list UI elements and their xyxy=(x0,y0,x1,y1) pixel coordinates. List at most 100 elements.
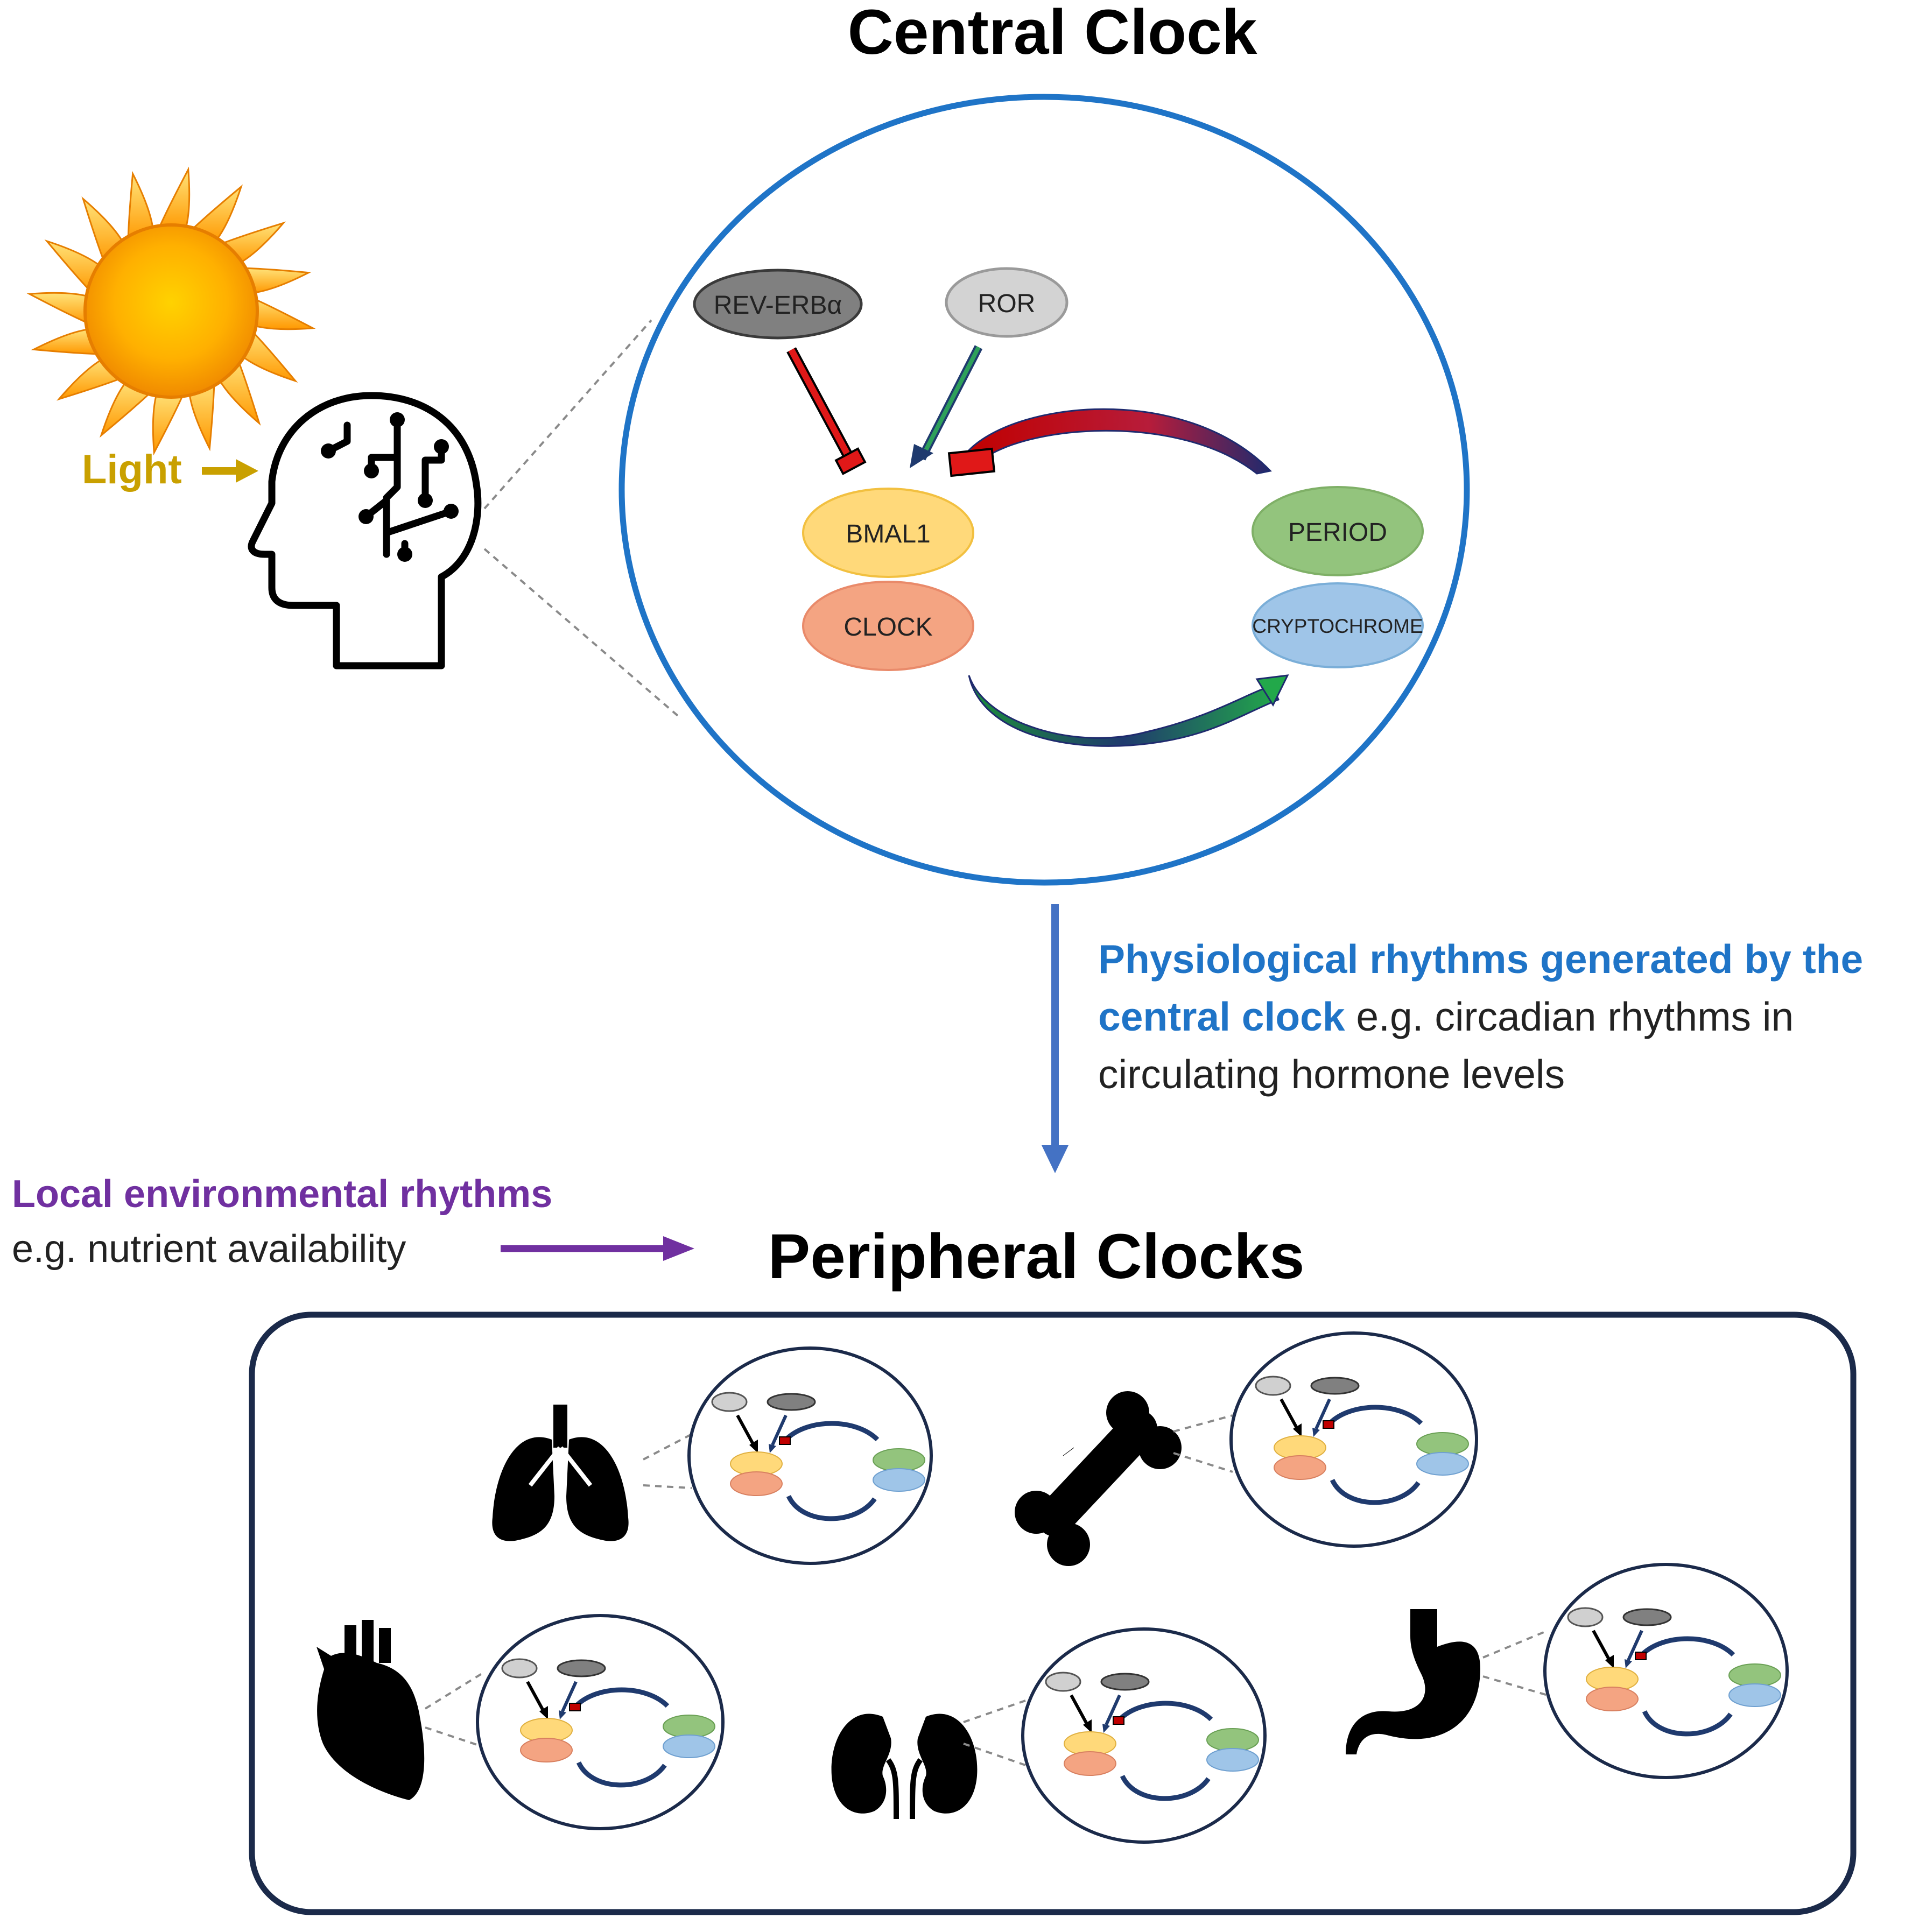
mini-activation-arc xyxy=(576,1761,667,1788)
zoom-line xyxy=(1173,1414,1233,1433)
mini-cryptochrome-node xyxy=(873,1468,925,1492)
physiological-rhythms-line1: Physiological rhythms generated by the xyxy=(1098,936,1863,982)
stomach-icon xyxy=(1346,1609,1480,1754)
mini-period-node xyxy=(663,1715,715,1738)
mini-cryptochrome-node xyxy=(663,1734,715,1758)
mini-activation-arrow xyxy=(526,1681,545,1712)
mini-arrowhead xyxy=(1605,1655,1614,1668)
svg-text:BMAL1: BMAL1 xyxy=(846,520,930,548)
physiological-highlight-central-clock: central clock xyxy=(1098,994,1345,1039)
central-to-peripheral-arrow xyxy=(1042,904,1069,1173)
mini-cryptochrome-node xyxy=(1206,1748,1259,1772)
zoom-line xyxy=(963,1700,1026,1723)
svg-text:ROR: ROR xyxy=(978,290,1036,318)
mini-clock-circle xyxy=(1543,1563,1789,1779)
mini-clock-node xyxy=(1064,1751,1116,1776)
lungs-icon xyxy=(492,1405,629,1541)
zoom-line xyxy=(1482,1675,1548,1696)
zoom-line xyxy=(1173,1452,1233,1473)
mini-ror-node xyxy=(501,1658,538,1679)
mini-clocks xyxy=(424,1331,1789,1844)
mini-ror-node xyxy=(711,1392,748,1412)
mini-clock-circle xyxy=(476,1614,725,1830)
light-arrow xyxy=(202,459,258,483)
bone-icon xyxy=(1015,1391,1182,1566)
central-clock-circle xyxy=(618,94,1470,886)
mini-period-node xyxy=(873,1448,925,1472)
mini-clock-node xyxy=(730,1471,783,1496)
mini-activation-arrow xyxy=(736,1414,755,1446)
mini-inhibition-line xyxy=(771,1414,788,1446)
mini-arrowhead xyxy=(769,1444,776,1453)
mini-ror-node xyxy=(1255,1376,1291,1396)
clock-node: CLOCK xyxy=(802,581,974,671)
mini-activation-arc xyxy=(1330,1478,1421,1505)
positive-activation-arc xyxy=(968,674,1289,747)
peripheral-clocks-frame xyxy=(249,1311,1857,1915)
sun-ray xyxy=(44,239,104,295)
mini-arrowhead xyxy=(1102,1724,1110,1733)
sun-ray xyxy=(31,328,104,355)
mini-period-node xyxy=(1728,1663,1781,1687)
mini-period-node xyxy=(1206,1728,1259,1752)
mini-ror-node xyxy=(1045,1672,1081,1692)
local-rhythms-arrow xyxy=(501,1236,694,1261)
mini-inhibition-line xyxy=(1314,1398,1331,1430)
ror-activation-arrow xyxy=(910,345,983,468)
sun-ray xyxy=(99,378,155,438)
sun-ray xyxy=(156,166,191,232)
mini-cryptochrome-node xyxy=(1728,1683,1781,1707)
svg-text:CRYPTOCHROME: CRYPTOCHROME xyxy=(1252,615,1423,637)
mini-activation-arrow xyxy=(1592,1630,1611,1661)
mini-inhibition-bar xyxy=(779,1436,791,1445)
sun-ray xyxy=(152,390,186,456)
mini-rev-erb-node xyxy=(767,1393,816,1411)
mini-feedback-arc xyxy=(1640,1636,1735,1657)
mini-arrowhead xyxy=(559,1710,566,1719)
mini-cryptochrome-node xyxy=(1416,1452,1469,1476)
mini-clock-bone xyxy=(1173,1331,1478,1548)
brain-head-icon xyxy=(248,392,482,669)
sun-ray xyxy=(238,327,298,383)
zoom-line xyxy=(643,1433,692,1461)
mini-clock-node xyxy=(1586,1687,1639,1711)
mini-clock-heart xyxy=(424,1614,725,1830)
mini-activation-arrow xyxy=(1070,1694,1089,1726)
mini-rev-erb-node xyxy=(1622,1608,1672,1626)
mini-inhibition-bar xyxy=(569,1703,581,1711)
mini-inhibition-line xyxy=(1105,1694,1121,1726)
sun-icon xyxy=(26,166,316,456)
sun-ray xyxy=(188,378,215,452)
mini-clock-lungs xyxy=(643,1346,933,1565)
mini-feedback-arc xyxy=(784,1421,880,1442)
mini-activation-arc xyxy=(1642,1710,1733,1737)
mini-inhibition-line xyxy=(1627,1630,1643,1661)
zoom-lines-central xyxy=(483,319,682,720)
mini-activation-arc xyxy=(786,1494,877,1521)
mini-inhibition-line xyxy=(561,1681,578,1712)
mini-clock-circle xyxy=(1021,1627,1267,1844)
mini-clock-kidneys xyxy=(963,1627,1267,1844)
zoom-line xyxy=(424,1673,483,1710)
mini-ror-node xyxy=(1567,1607,1604,1627)
sun-ray xyxy=(238,267,312,294)
local-environmental-rhythms-label: Local environmental rhythms xyxy=(12,1173,552,1216)
rev-erb-node: REV-ERBα xyxy=(693,269,863,340)
physiological-rhythms-line3: circulating hormone levels xyxy=(1098,1052,1565,1097)
peripheral-clocks-title: Peripheral Clocks xyxy=(768,1221,1305,1292)
mini-rev-erb-node xyxy=(1100,1673,1150,1691)
svg-text:CLOCK: CLOCK xyxy=(843,613,932,641)
local-environmental-example: e.g. nutrient availability xyxy=(12,1228,406,1271)
head-circuit-nodes xyxy=(321,412,459,562)
physiological-example: e.g. circadian rhythms in xyxy=(1345,994,1794,1039)
sun-ray xyxy=(187,184,243,244)
mini-arrowhead xyxy=(1312,1428,1320,1437)
rev-erb-inhibition-arrow xyxy=(786,347,867,475)
physiological-rhythms-line2: central clock e.g. circadian rhythms in xyxy=(1098,994,1794,1039)
heart-icon xyxy=(317,1620,425,1800)
negative-feedback-arc xyxy=(947,408,1272,477)
mini-clock-node xyxy=(1274,1455,1326,1480)
svg-text:PERIOD: PERIOD xyxy=(1288,518,1387,547)
mini-inhibition-bar xyxy=(1635,1652,1647,1660)
